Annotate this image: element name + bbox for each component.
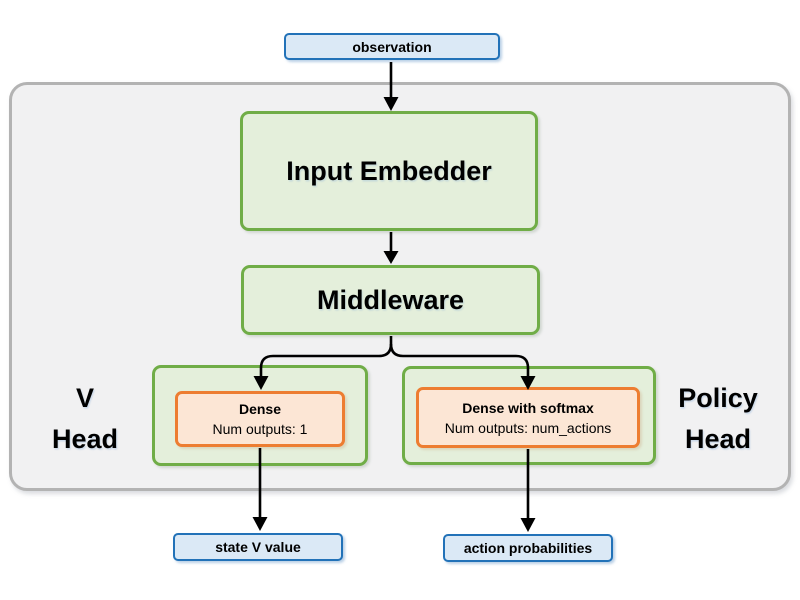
v-head-label-line1: V [75,383,94,413]
policy-head-label-line2: Head [684,424,752,454]
v-head-label-line2: Head [51,424,119,454]
arrowhead-policy-head-to-action-probabilities [520,518,536,532]
policy-head-dense-node: Dense with softmax Num outputs: num_acti… [416,387,640,448]
input-embedder-node: Input Embedder [240,111,538,231]
policy-head-label: Policy Head [648,378,788,460]
state-v-value-node: state V value [173,533,343,561]
state-v-value-label: state V value [215,539,301,555]
v-head-dense-subtitle: Num outputs: 1 [212,421,308,437]
policy-head-label-line1: Policy [678,383,758,413]
observation-node: observation [284,33,500,60]
arrowhead-v-head-to-state-v-value [252,517,268,531]
middleware-label: Middleware [316,284,465,315]
action-probabilities-label: action probabilities [463,540,593,556]
action-probabilities-node: action probabilities [443,534,613,562]
policy-head-dense-title: Dense with softmax [462,399,594,416]
input-embedder-label: Input Embedder [286,155,492,186]
v-head-dense-node: Dense Num outputs: 1 [175,391,345,447]
policy-head-dense-subtitle: Num outputs: num_actions [444,419,612,436]
v-head-dense-title: Dense [238,401,282,417]
middleware-node: Middleware [241,265,540,335]
v-head-label: V Head [25,378,145,460]
observation-label: observation [352,38,432,55]
